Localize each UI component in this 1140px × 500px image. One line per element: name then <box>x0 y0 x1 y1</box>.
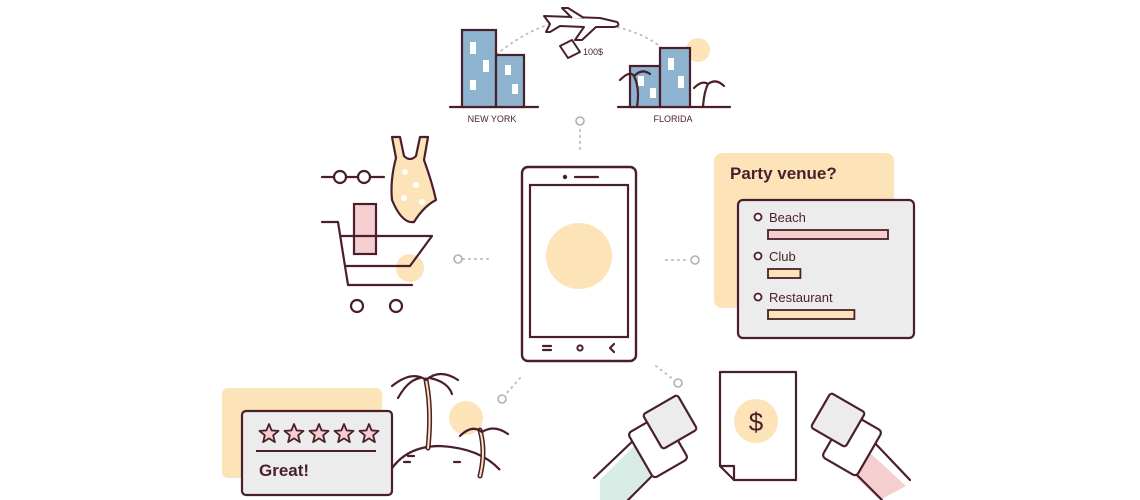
florida-buildings <box>616 38 732 109</box>
review-stars <box>258 423 380 443</box>
dollar-sign: $ <box>749 407 764 437</box>
poll-option-label: Restaurant <box>769 290 833 305</box>
poll-option-radio[interactable] <box>753 292 763 302</box>
shopping-cart-icon <box>320 135 438 314</box>
dollar-coin-icon <box>734 399 778 443</box>
star-icon[interactable] <box>283 423 305 443</box>
review-panel <box>240 409 394 497</box>
poll-option-bar <box>767 309 856 320</box>
poll-option-label: Club <box>769 249 796 264</box>
connector-bottom-left-knob <box>497 394 507 404</box>
new-york-buildings <box>448 28 540 109</box>
payment-scene <box>592 370 912 500</box>
origin-city-label: NEW YORK <box>468 114 517 124</box>
poll-option-radio[interactable] <box>753 212 763 222</box>
connector-bottom-left <box>505 377 521 395</box>
flight-path-left <box>491 20 577 59</box>
back-icon <box>608 342 616 354</box>
connector-right-knob <box>690 255 700 265</box>
connector-top-knob <box>575 116 585 126</box>
ticket-icon <box>559 39 581 59</box>
connector-bottom-right-knob <box>673 378 683 388</box>
poll-option-bar <box>767 229 889 240</box>
poll-option-label: Beach <box>769 210 806 225</box>
review-text: Great! <box>259 461 309 480</box>
card-left-icon <box>642 394 698 450</box>
connector-left-knob <box>453 254 463 264</box>
star-icon[interactable] <box>258 423 280 443</box>
connector-lines <box>453 20 700 404</box>
poll-option-radio[interactable] <box>753 251 763 261</box>
airplane-icon <box>543 7 620 41</box>
star-icon[interactable] <box>308 423 330 443</box>
star-icon[interactable] <box>333 423 355 443</box>
star-icon[interactable] <box>358 423 380 443</box>
smartphone <box>520 165 638 363</box>
ticket-price-label: 100$ <box>583 47 603 57</box>
connector-bottom-right <box>655 365 675 381</box>
phone-screen-circle <box>546 223 612 289</box>
destination-city-label: FLORIDA <box>653 114 692 124</box>
flight-path-right <box>611 25 669 55</box>
review-scene <box>222 372 510 497</box>
card-right-icon <box>810 392 866 448</box>
palm-tree-icon <box>390 372 510 479</box>
poll-question: Party venue? <box>730 164 837 183</box>
poll-option-bar <box>767 268 802 279</box>
